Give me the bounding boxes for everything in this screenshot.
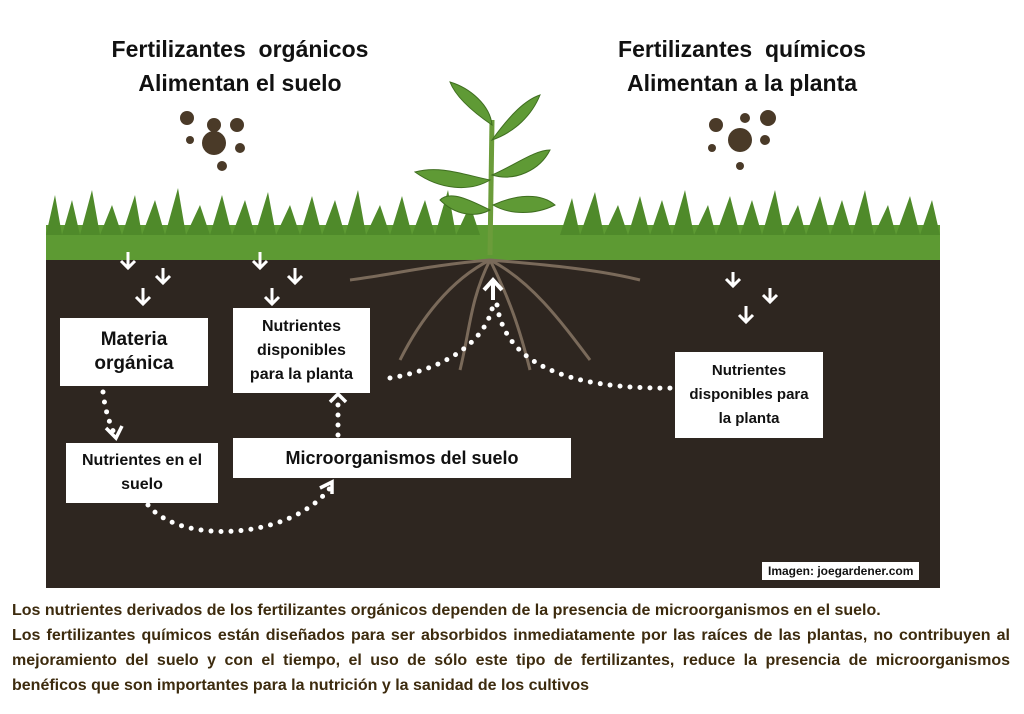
box-materia-organica: Materia orgánica — [60, 318, 208, 386]
grass — [46, 188, 940, 260]
organic-title: Fertilizantes orgánicos Alimentan el sue… — [60, 32, 420, 100]
down-arrows — [119, 252, 779, 325]
box-nutrientes-disponibles-right: Nutrientes disponibles para la planta — [675, 352, 823, 438]
image-credit: Imagen: joegardener.com — [762, 562, 920, 580]
organic-title-line1: Fertilizantes orgánicos — [111, 36, 369, 62]
granules-chemical — [708, 110, 776, 170]
chemical-title-line1: Fertilizantes químicos — [618, 36, 866, 62]
chemical-title-line2: Alimentan a la planta — [626, 70, 858, 96]
box-microorganismos: Microorganismos del suelo — [233, 438, 571, 478]
caption: Los nutrientes derivados de los fertiliz… — [12, 598, 1010, 698]
caption-paragraph2: Los fertilizantes químicos están diseñad… — [12, 627, 1010, 694]
granules-organic — [180, 111, 245, 171]
plant — [413, 81, 556, 256]
flow-arrowheads — [104, 391, 348, 494]
box-nutrientes-disponibles-left: Nutrientes disponibles para la planta — [233, 308, 370, 393]
box-nutrientes-suelo: Nutrientes en el suelo — [66, 443, 218, 503]
roots — [349, 258, 641, 371]
dotted-flows — [100, 302, 678, 534]
caption-line1: Los nutrientes derivados de los fertiliz… — [12, 602, 881, 619]
chemical-title: Fertilizantes químicos Alimentan a la pl… — [562, 32, 922, 100]
organic-title-line2: Alimentan el suelo — [138, 70, 342, 96]
